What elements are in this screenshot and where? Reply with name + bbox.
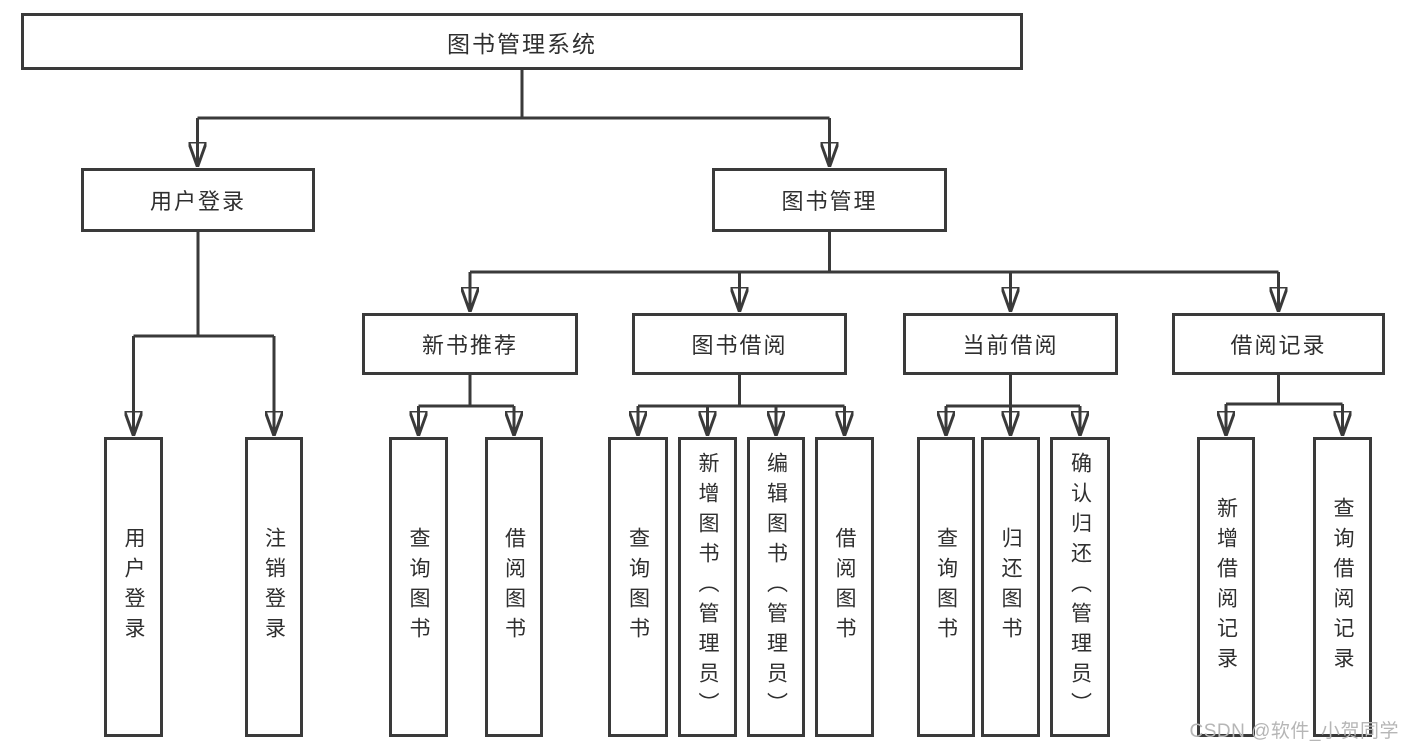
node-book-management: 图书管理 xyxy=(712,168,947,232)
node-borrowing-records: 借阅记录 xyxy=(1172,313,1385,375)
node-label: 查询图书 xyxy=(407,527,430,647)
node-label: 借阅图书 xyxy=(833,527,856,647)
node-label: 查询图书 xyxy=(934,527,958,647)
leaf-return-book: 归还图书 xyxy=(981,437,1040,737)
leaf-edit-book-admin: 编辑图书（管理员） xyxy=(747,437,805,737)
leaf-confirm-return-admin: 确认归还（管理员） xyxy=(1050,437,1110,737)
leaf-add-borrow-record: 新增借阅记录 xyxy=(1197,437,1255,737)
node-label: 图书借阅 xyxy=(691,333,788,358)
leaf-borrow-book: 借阅图书 xyxy=(815,437,874,737)
node-label: 用户登录 xyxy=(122,527,145,647)
node-user-login: 用户登录 xyxy=(81,168,315,232)
node-library-management-system: 图书管理系统 xyxy=(21,13,1023,70)
node-new-book-recommendation: 新书推荐 xyxy=(362,313,578,375)
leaf-logout: 注销登录 xyxy=(245,437,303,737)
node-label: 查询借阅记录 xyxy=(1331,497,1354,677)
node-label: 当前借阅 xyxy=(962,333,1059,358)
leaf-query-borrow-record: 查询借阅记录 xyxy=(1313,437,1372,737)
node-label: 新增图书（管理员） xyxy=(696,452,719,722)
leaf-borrow-book-recommend: 借阅图书 xyxy=(485,437,543,737)
node-label: 编辑图书（管理员） xyxy=(764,452,788,722)
node-current-borrowing: 当前借阅 xyxy=(903,313,1118,375)
csdn-watermark: CSDN @软件_小贺同学 xyxy=(1189,721,1399,742)
leaf-query-book-borrowing: 查询图书 xyxy=(608,437,668,737)
node-label: 新增借阅记录 xyxy=(1214,497,1238,677)
node-label: 新书推荐 xyxy=(421,333,518,358)
node-label: 图书管理系统 xyxy=(447,30,597,57)
node-label: 查询图书 xyxy=(626,527,650,647)
node-label: 借阅图书 xyxy=(502,527,526,647)
leaf-query-book-current: 查询图书 xyxy=(917,437,975,737)
node-label: 借阅记录 xyxy=(1230,333,1327,358)
node-label: 归还图书 xyxy=(999,527,1022,647)
node-book-borrowing: 图书借阅 xyxy=(632,313,847,375)
leaf-query-book-recommend: 查询图书 xyxy=(389,437,448,737)
leaf-add-book-admin: 新增图书（管理员） xyxy=(678,437,737,737)
leaf-user-login: 用户登录 xyxy=(104,437,163,737)
node-label: 确认归还（管理员） xyxy=(1068,452,1092,722)
node-label: 图书管理 xyxy=(781,189,878,214)
node-label: 用户登录 xyxy=(149,189,246,214)
node-label: 注销登录 xyxy=(262,527,286,647)
